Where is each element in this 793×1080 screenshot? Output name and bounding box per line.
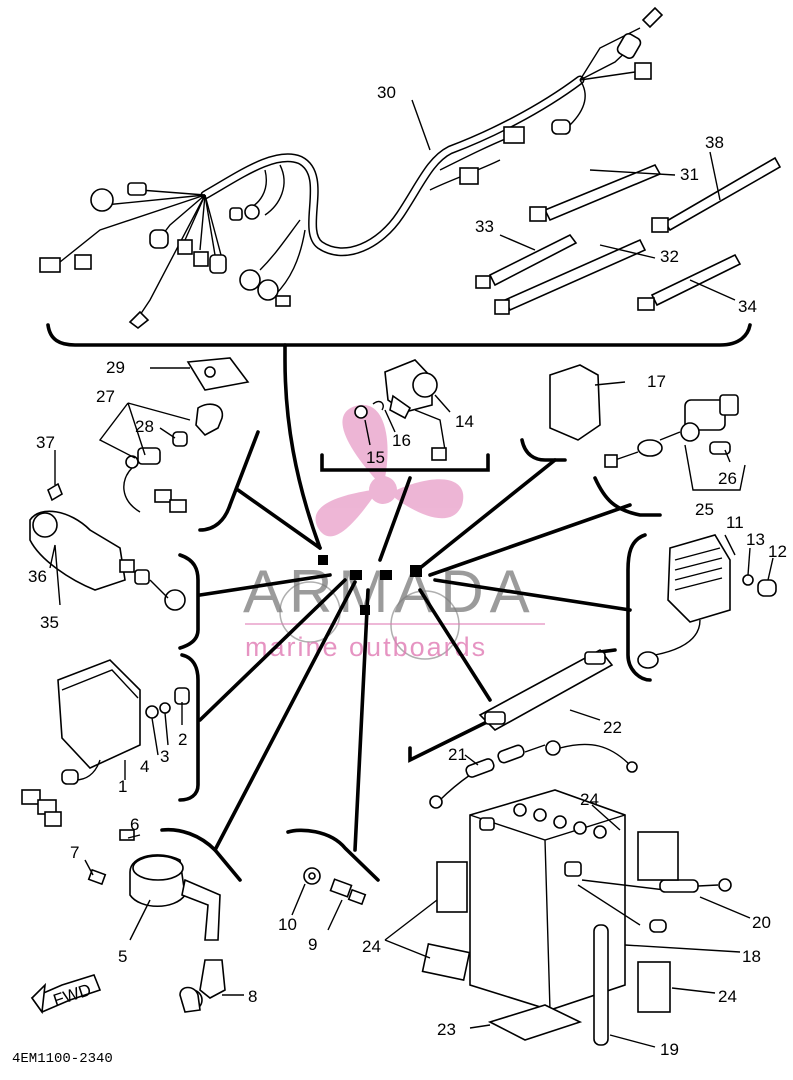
battery-band-22	[478, 648, 614, 731]
pad-24-bottom-left	[421, 942, 471, 982]
part-number-8: 8	[248, 987, 257, 1006]
part-number-21: 21	[448, 745, 467, 764]
part-number-10: 10	[278, 915, 297, 934]
part-number-4: 4	[140, 757, 149, 776]
part-number-24-top: 24	[580, 790, 599, 809]
plate-29	[186, 357, 250, 391]
ignition-coil-5	[87, 829, 226, 1011]
part-number-18: 18	[742, 947, 761, 966]
lead-lines	[198, 458, 632, 852]
part-number-2: 2	[178, 730, 187, 749]
pad-24-left	[436, 861, 468, 913]
part-number-1: 1	[118, 777, 127, 796]
starter-relay-14	[354, 359, 447, 461]
fwd-label: FWD	[51, 980, 94, 1010]
part-number-labels: 30 38 31 33 32 34 29 27 28 37 36 35 14 1…	[28, 83, 787, 1059]
rectifier-11	[637, 534, 777, 669]
part-number-37: 37	[36, 433, 55, 452]
part-number-26: 26	[718, 469, 737, 488]
group-bracket-11	[626, 533, 652, 682]
group-bracket-25	[593, 476, 662, 517]
part-number-14: 14	[455, 412, 474, 431]
pad-24-right-top	[637, 831, 679, 881]
plug-cap-8	[179, 986, 201, 1013]
battery-cable-20	[577, 878, 732, 933]
part-number-36: 36	[28, 567, 47, 586]
part-number-34: 34	[738, 297, 757, 316]
leader-lines	[49, 99, 774, 1048]
part-number-9: 9	[308, 935, 317, 954]
watermark-brand: ARMADA	[243, 558, 536, 625]
part-number-24-left: 24	[362, 937, 381, 956]
battery-18	[469, 789, 626, 1011]
group-bracket-9	[286, 828, 380, 882]
part-number-20: 20	[752, 913, 771, 932]
part-number-24-right: 24	[718, 987, 737, 1006]
breather-hose-19	[593, 924, 609, 1046]
part-number-12: 12	[768, 542, 787, 561]
part-number-11: 11	[726, 513, 744, 532]
starter-motor-26	[604, 394, 739, 468]
part-number-13: 13	[746, 530, 765, 549]
group-bracket-30	[46, 323, 752, 347]
lead-25	[684, 444, 746, 491]
part-number-3: 3	[160, 747, 169, 766]
part-number-23: 23	[437, 1020, 456, 1039]
part-number-32: 32	[660, 247, 679, 266]
sensor-27	[123, 403, 224, 513]
propeller-logo	[315, 404, 464, 537]
part-number-7: 7	[70, 843, 79, 862]
part-number-25: 25	[695, 500, 714, 519]
group-bracket-27	[198, 430, 260, 532]
cap-17	[549, 364, 601, 441]
part-number-31: 31	[680, 165, 699, 184]
group-bracket-17	[520, 438, 567, 462]
group-bracket-5	[160, 827, 242, 882]
fwd-arrow: FWD	[30, 974, 102, 1015]
group-bracket-1	[178, 653, 200, 802]
main-switch-36	[29, 482, 186, 611]
pad-24-right-bottom	[637, 961, 671, 1013]
part-number-16: 16	[392, 431, 411, 450]
part-number-30: 30	[377, 83, 396, 102]
part-number-5: 5	[118, 947, 127, 966]
part-number-15: 15	[366, 448, 385, 467]
part-number-29: 29	[106, 358, 125, 377]
part-number-28: 28	[135, 417, 154, 436]
wire-harness-30	[39, 6, 664, 330]
fuse-holder-21	[429, 740, 638, 809]
cdi-unit-1	[21, 659, 190, 827]
part-number-33: 33	[475, 217, 494, 236]
part-number-27: 27	[96, 387, 115, 406]
lead-harness-center	[283, 343, 322, 550]
part-number-38: 38	[705, 133, 724, 152]
part-number-6: 6	[130, 815, 139, 834]
switch-9	[329, 878, 367, 906]
group-bracket-14	[320, 453, 490, 472]
part-number-19: 19	[660, 1040, 679, 1059]
pad-23	[487, 1004, 583, 1041]
part-number-17: 17	[647, 372, 666, 391]
part-number-35: 35	[40, 613, 59, 632]
part-number-22: 22	[603, 718, 622, 737]
cable-bands	[475, 156, 782, 315]
group-bracket-36	[178, 553, 200, 650]
diagram-code: 4EM1100-2340	[12, 1051, 113, 1067]
